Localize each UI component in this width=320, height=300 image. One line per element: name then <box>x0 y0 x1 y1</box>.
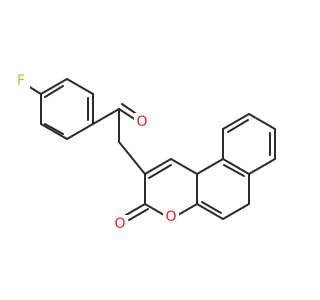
bond <box>196 203 224 220</box>
bond <box>196 158 224 175</box>
bond <box>118 141 146 175</box>
naphthalene-core <box>196 113 276 220</box>
double-bond-inner <box>223 164 245 177</box>
bond <box>248 113 276 130</box>
double-bond-inner <box>227 119 249 133</box>
bond <box>222 113 250 130</box>
bond <box>170 158 198 175</box>
bond <box>144 158 172 175</box>
double-bond-inner <box>44 123 64 135</box>
label-bg <box>112 215 128 233</box>
pyranone-ring <box>125 158 198 221</box>
carbonyl-oxygen-label: O <box>136 114 147 130</box>
fluorophenyl-ring <box>40 78 94 140</box>
double-bond-inner <box>148 164 172 179</box>
ring-oxygen-label: O <box>165 209 176 225</box>
bond <box>177 203 198 216</box>
label-bg <box>134 113 150 131</box>
label-bg <box>163 208 179 226</box>
lactone-oxygen-label: O <box>114 216 125 232</box>
bond <box>40 123 68 140</box>
bond-c-o-double <box>128 208 149 221</box>
molecule-structure-diagram: F O O O <box>12 72 276 233</box>
bond <box>66 78 94 95</box>
bond-c-o-double <box>125 203 146 216</box>
bond-c-o-double <box>118 108 137 121</box>
atom-labels: F O O O <box>12 72 179 233</box>
bond <box>222 158 250 175</box>
bond <box>40 78 68 95</box>
bond-c-f <box>27 85 42 95</box>
bond <box>66 123 94 140</box>
double-bond-inner <box>44 85 64 98</box>
bond <box>248 158 276 175</box>
double-bond-inner <box>201 201 222 214</box>
bond <box>222 203 250 220</box>
bond <box>144 203 165 216</box>
bond <box>92 108 120 125</box>
label-bg <box>12 72 30 90</box>
fluorine-atom-label: F <box>17 73 25 89</box>
